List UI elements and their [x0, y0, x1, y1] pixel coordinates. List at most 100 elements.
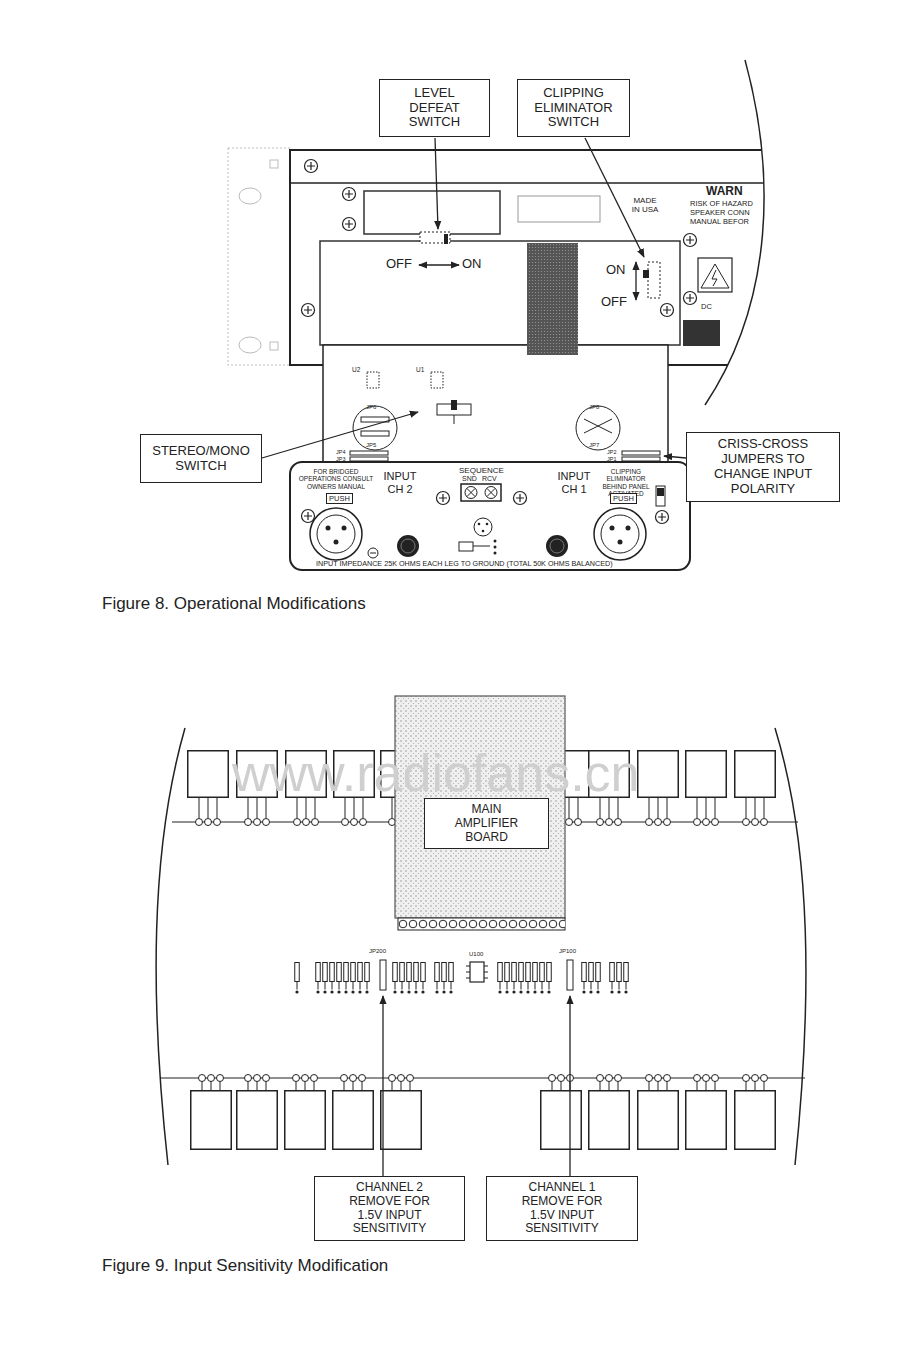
- component-row: [392, 962, 427, 996]
- input-panel: [594, 508, 646, 560]
- leader-line: [262, 138, 686, 458]
- rack-ear: [270, 342, 278, 350]
- main-board: [398, 918, 565, 930]
- callout-box: CLIPPING ELIMINATOR SWITCH: [517, 79, 630, 137]
- switch-symbol: [420, 232, 450, 243]
- input-board: [353, 406, 397, 450]
- rack-ear: [270, 160, 278, 168]
- connector-name: INPUT CH 2: [378, 470, 422, 495]
- input-panel: [514, 492, 527, 505]
- part-name: U100: [468, 951, 484, 958]
- screw-symbol: [302, 304, 315, 317]
- input-panel: [290, 462, 690, 570]
- callout-box: CHANNEL 2 REMOVE FOR 1.5V INPUT SENSITIV…: [314, 1176, 465, 1241]
- jumper-name: JP4: [336, 449, 345, 455]
- amplifier-chassis: [290, 150, 770, 365]
- component-row: [434, 962, 455, 996]
- component-row: [609, 962, 630, 996]
- figure-caption: Figure 8. Operational Modifications: [102, 594, 366, 614]
- input-panel: [494, 546, 497, 549]
- input-board: [454, 415, 455, 424]
- latch-marking: PUSH: [326, 493, 353, 504]
- cutaway-edge: [705, 60, 920, 405]
- switch-symbol: [648, 262, 660, 298]
- leader-line: [262, 412, 418, 458]
- input-panel: [302, 510, 315, 523]
- input-panel: [474, 518, 492, 536]
- input-panel: [601, 515, 639, 553]
- input-panel: [482, 530, 485, 533]
- transistor-symbol: [188, 751, 776, 1150]
- warning-text: MANUAL BEFOR: [690, 218, 749, 227]
- heatsink-edge: [156, 728, 806, 1165]
- screw-symbol: [343, 188, 356, 201]
- input-board: [323, 345, 668, 463]
- jumper-name: JP5: [366, 442, 376, 449]
- callout-text: CHANNEL 1 REMOVE FOR 1.5V INPUT SENSITIV…: [516, 1181, 608, 1236]
- input-board: [576, 406, 620, 450]
- input-panel: [485, 487, 497, 499]
- input-board: [350, 457, 388, 461]
- input-board: [350, 451, 388, 455]
- heatsink-edge: [156, 728, 185, 1165]
- callout-text: CLIPPING ELIMINATOR SWITCH: [528, 86, 620, 131]
- switch-position: ON: [462, 257, 482, 272]
- callout-text: CHANNEL 2 REMOVE FOR 1.5V INPUT SENSITIV…: [344, 1181, 436, 1236]
- ribbon-cable: [527, 243, 578, 355]
- part-name: U1: [416, 366, 424, 373]
- board-label-box: MAIN AMPLIFIER BOARD: [424, 798, 549, 849]
- input-panel: [494, 552, 497, 555]
- cutaway-edge: [705, 60, 920, 405]
- leader-line: [382, 996, 383, 1176]
- screw-symbol: [305, 160, 318, 173]
- transistor-symbol: [381, 1075, 422, 1150]
- transistor-symbol: [589, 1075, 630, 1150]
- switch-symbol: [419, 264, 459, 265]
- input-board: [584, 419, 612, 433]
- switch-symbol: [635, 262, 636, 300]
- input-panel: [397, 535, 419, 557]
- leader-line: [569, 996, 570, 1176]
- amplifier-chassis: [320, 241, 680, 345]
- input-panel: [473, 546, 490, 547]
- screw-symbol: [661, 304, 674, 317]
- heatsink-edge: [775, 728, 806, 1165]
- panel-note: INPUT IMPEDANCE 25K OHMS EACH LEG TO GRO…: [316, 560, 613, 568]
- transistor-symbol: [735, 1075, 776, 1150]
- input-panel: [487, 489, 495, 497]
- transistor-symbol: [285, 1075, 326, 1150]
- input-panel: [465, 487, 477, 499]
- callout-text: STEREO/MONO SWITCH: [149, 444, 253, 474]
- main-board: [395, 696, 565, 930]
- component-row: [581, 962, 602, 996]
- connector-name: SEQUENCE: [459, 466, 504, 475]
- input-board: [622, 457, 660, 461]
- watermark: www.radiofans.cn: [232, 744, 640, 804]
- switch-position: OFF: [601, 295, 627, 310]
- switch-symbol: [643, 270, 649, 278]
- input-panel: [317, 515, 355, 553]
- callout-box: LEVEL DEFEAT SWITCH: [379, 79, 490, 137]
- input-panel: [467, 489, 475, 497]
- amplifier-chassis: [712, 270, 717, 286]
- input-panel: [486, 523, 489, 526]
- callout-text: CRISS-CROSS JUMPERS TO CHANGE INPUT POLA…: [693, 437, 833, 497]
- transistor-symbol: [638, 1075, 679, 1150]
- input-board: [431, 372, 443, 388]
- input-panel: [290, 462, 690, 570]
- input-panel: [368, 548, 378, 558]
- input-panel: [657, 488, 664, 496]
- component-row: [470, 962, 484, 982]
- jumper-name: JP7: [589, 442, 599, 449]
- input-panel: [618, 540, 623, 545]
- callout-text: LEVEL DEFEAT SWITCH: [404, 86, 466, 131]
- amplifier-chassis: [290, 150, 770, 365]
- input-panel: [326, 526, 331, 531]
- input-panel: [334, 540, 339, 545]
- component-row: [294, 960, 630, 996]
- transistor-symbol: [541, 1075, 582, 1150]
- leader-line: [664, 456, 686, 458]
- warning-text: SPEAKER CONN: [690, 209, 750, 218]
